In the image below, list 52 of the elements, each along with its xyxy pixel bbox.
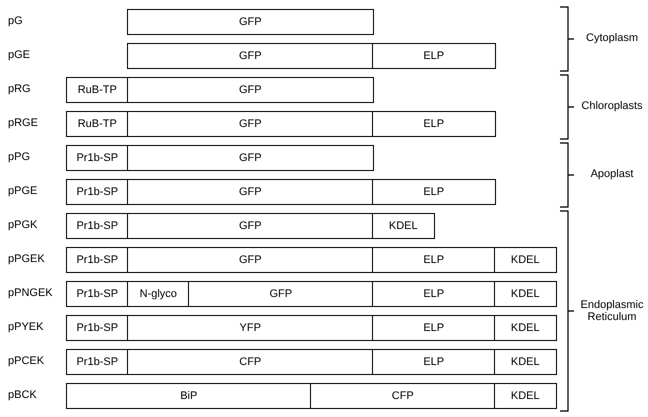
construct-name: pRG <box>8 83 31 95</box>
construct-segment: KDEL <box>494 349 556 375</box>
construct-segment: GFP <box>127 43 374 69</box>
construct-name: pG <box>8 15 23 27</box>
construct-name: pGE <box>8 49 30 61</box>
construct-segment: ELP <box>372 247 496 273</box>
construct-name: pPGEK <box>8 253 45 265</box>
construct-segment: BiP <box>66 383 312 409</box>
construct-segment: ELP <box>372 43 496 69</box>
construct-segment: CFP <box>127 349 374 375</box>
construct-name: pPNGEK <box>8 287 53 299</box>
construct-segment: N-glyco <box>127 281 190 307</box>
construct-segment: GFP <box>127 179 374 205</box>
construct-segment: Pr1b-SP <box>66 179 128 205</box>
construct-segment: Pr1b-SP <box>66 315 128 341</box>
construct-segment: GFP <box>127 213 374 239</box>
compartment-label: Endoplasmic Reticulum <box>580 299 644 323</box>
construct-segment: KDEL <box>372 213 434 239</box>
construct-segment: RuB-TP <box>66 111 128 137</box>
construct-name: pPCEK <box>8 355 44 367</box>
construct-segment: KDEL <box>494 315 556 341</box>
construct-segment: GFP <box>127 9 374 35</box>
construct-segment: ELP <box>372 111 496 137</box>
construct-segment: Pr1b-SP <box>66 281 128 307</box>
construct-segment: GFP <box>188 281 374 307</box>
construct-name: pPGK <box>8 219 38 231</box>
construct-segment: GFP <box>127 145 374 171</box>
construct-name: pPG <box>8 151 30 163</box>
construct-segment: Pr1b-SP <box>66 247 128 273</box>
construct-segment: GFP <box>127 111 374 137</box>
construct-name: pBCK <box>8 389 37 401</box>
construct-segment: YFP <box>127 315 374 341</box>
construct-segment: ELP <box>372 179 496 205</box>
compartment-label: Cytoplasm <box>585 32 639 44</box>
construct-segment: KDEL <box>494 247 556 273</box>
construct-segment: RuB-TP <box>66 77 128 103</box>
construct-segment: CFP <box>310 383 496 409</box>
construct-segment: ELP <box>372 315 496 341</box>
construct-name: pPGE <box>8 185 38 197</box>
construct-segment: ELP <box>372 281 496 307</box>
construct-segment: Pr1b-SP <box>66 349 128 375</box>
construct-segment: GFP <box>127 77 374 103</box>
construct-name: pPYEK <box>8 321 44 333</box>
construct-segment: GFP <box>127 247 374 273</box>
construct-name: pRGE <box>8 117 38 129</box>
compartment-label: Apoplast <box>590 168 634 180</box>
construct-segment: ELP <box>372 349 496 375</box>
compartment-label: Chloroplasts <box>580 100 644 112</box>
construct-segment: KDEL <box>494 383 556 409</box>
construct-segment: Pr1b-SP <box>66 213 128 239</box>
construct-segment: Pr1b-SP <box>66 145 128 171</box>
construct-segment: KDEL <box>494 281 556 307</box>
